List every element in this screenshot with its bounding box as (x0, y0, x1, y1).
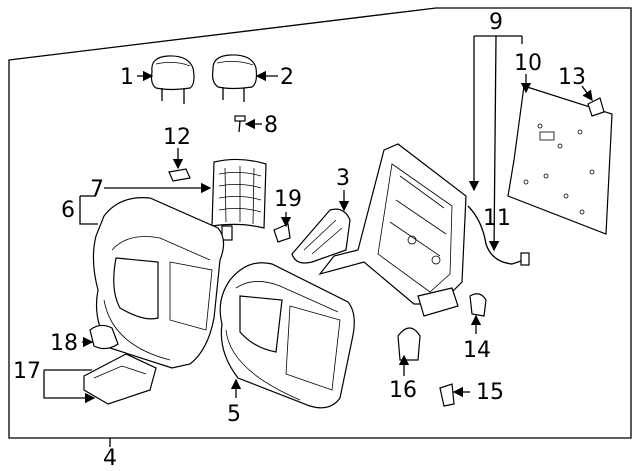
round-cover (397, 327, 421, 361)
callout-16: 16 (389, 378, 417, 403)
callout-13: 13 (558, 65, 586, 90)
headrest-left (150, 55, 195, 104)
headrest-right (211, 54, 258, 102)
callout-12: 12 (163, 125, 191, 150)
callout-5: 5 (227, 402, 241, 427)
callout-2: 2 (280, 65, 294, 90)
callout-17: 17 (13, 359, 41, 384)
callout-19: 19 (274, 187, 302, 212)
clip-part (168, 168, 191, 182)
callout-18: 18 (50, 331, 78, 356)
callout-14: 14 (463, 338, 491, 363)
side-cover (291, 208, 351, 264)
callout-11: 11 (483, 206, 511, 231)
hinge-cover (469, 293, 487, 317)
callout-1: 1 (120, 65, 134, 90)
seat-back-frame (318, 143, 467, 317)
callout-8: 8 (264, 113, 278, 138)
callout-6: 6 (61, 198, 75, 223)
assembly-frame (8, 7, 632, 439)
seatback-mat (211, 158, 267, 241)
callout-7: 7 (90, 177, 104, 202)
wire-harness (467, 205, 525, 265)
callout-4: 4 (103, 446, 117, 471)
seat-back-cover (219, 262, 355, 409)
callout-15: 15 (476, 380, 504, 405)
callout-10: 10 (514, 51, 542, 76)
callout-9: 9 (489, 10, 503, 35)
cupholder (89, 324, 119, 350)
armrest-assembly (83, 353, 157, 405)
seat-cushion-left (92, 197, 225, 369)
callout-3: 3 (336, 166, 350, 191)
panel-clip (587, 97, 605, 117)
headrest-guide (234, 115, 246, 133)
bracket-part (273, 223, 291, 243)
latch-bracket (439, 383, 455, 407)
